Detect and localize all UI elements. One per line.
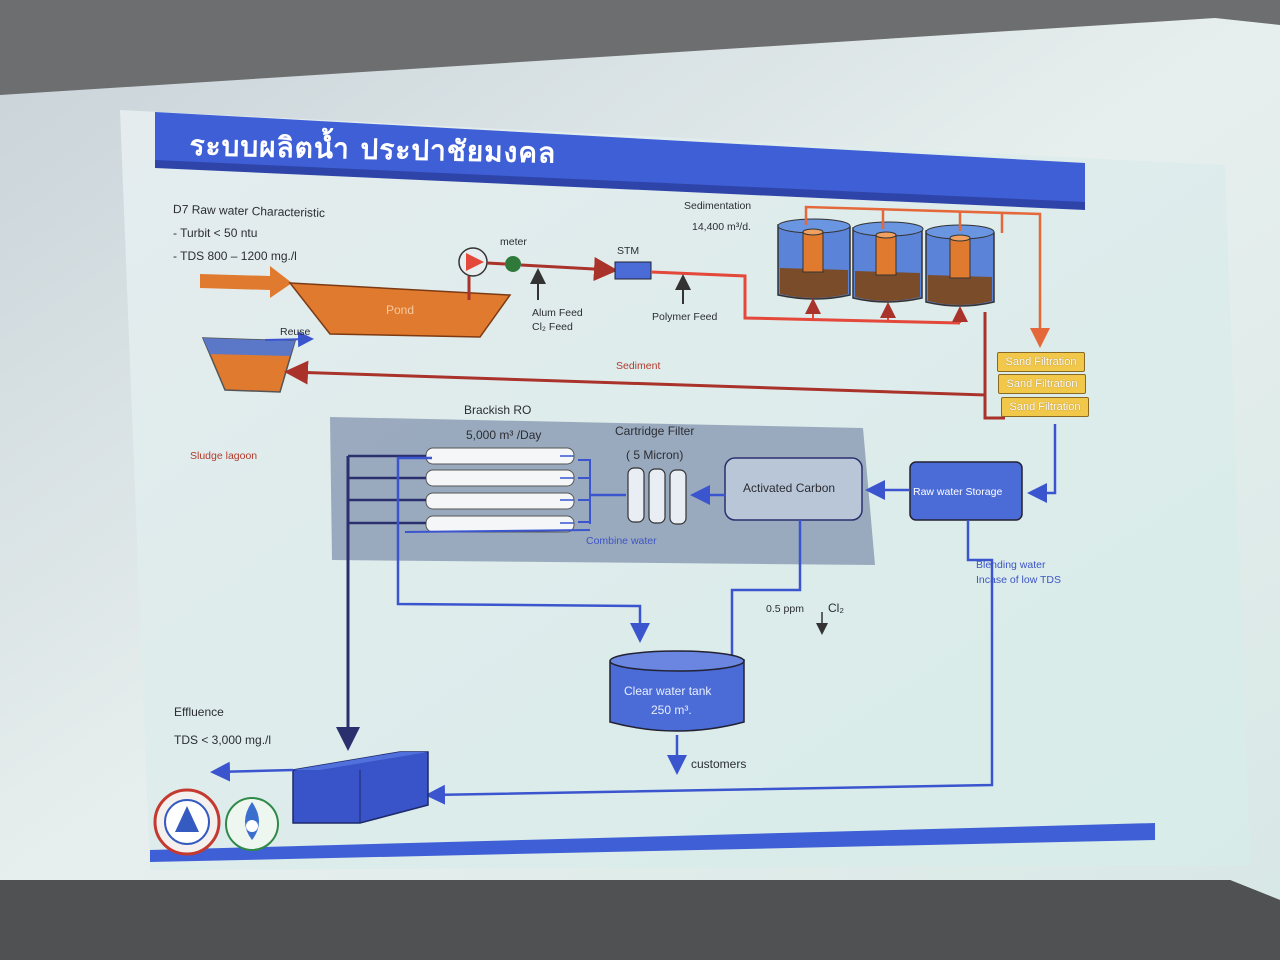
page-title: ระบบผลิตน้ำ ประปาชัยมงคล	[189, 128, 557, 170]
effluence-tds-label: TDS < 3,000 mg./l	[174, 733, 272, 747]
raw-pipe-to-sedimentation	[650, 270, 961, 325]
customers-label: customers	[691, 757, 747, 771]
meter-icon	[505, 256, 521, 272]
clear-water-tank	[609, 650, 745, 732]
effluence-label: Effluence	[174, 705, 224, 719]
sand-filtration-3: Sand Filtration	[1001, 397, 1089, 417]
raw-water-storage-label: Raw water Storage	[913, 486, 1003, 498]
raw-water-turbid: - Turbit < 50 ntu	[173, 226, 258, 240]
chlorine-dose-label: 0.5 ppm	[766, 603, 804, 615]
agency-logo-right	[225, 797, 279, 851]
bottom-bar	[150, 823, 1155, 862]
sand-filtration-2: Sand Filtration	[998, 374, 1086, 394]
sludge-lagoon-label: Sludge lagoon	[190, 450, 258, 462]
sand-filtration-1: Sand Filtration	[997, 352, 1085, 372]
pond-shape	[288, 282, 512, 338]
blending-water-label-1: Blending water	[976, 559, 1046, 571]
alum-feed-label: Alum Feed	[532, 307, 583, 319]
stm-box	[614, 261, 652, 280]
activated-carbon-box	[724, 457, 863, 521]
micron-label: ( 5 Micron)	[626, 448, 684, 462]
polymer-feed-label: Polymer Feed	[652, 311, 718, 323]
cl2-label: Cl₂	[828, 601, 844, 615]
permeate-line	[396, 456, 650, 643]
brackish-ro-label: Brackish RO	[464, 403, 532, 417]
stm-label: STM	[617, 245, 640, 257]
combine-water-label: Combine water	[586, 535, 657, 547]
raw-water-tds: - TDS 800 – 1200 mg./l	[173, 249, 297, 263]
ro-membranes	[425, 447, 575, 533]
pond-label: Pond	[386, 303, 415, 317]
blending-water-label-2: Incase of low TDS	[976, 574, 1062, 586]
effluent-box	[292, 751, 429, 824]
activated-carbon-label: Activated Carbon	[743, 481, 836, 495]
carbon-to-tank-line	[730, 520, 802, 655]
clear-tank-label-2: 250 m³.	[651, 703, 692, 717]
cartridge-filters	[627, 467, 687, 525]
cartridge-filter-label: Cartridge Filter	[615, 424, 695, 438]
title-bar	[155, 112, 1085, 204]
sedimentation-tanks	[777, 218, 995, 307]
meter-label: meter	[500, 236, 527, 248]
ro-capacity-label: 5,000 m³ /Day	[466, 428, 542, 442]
reuse-label: Reuse	[280, 326, 311, 338]
cl2-feed-label: Cl₂ Feed	[532, 321, 573, 333]
blending-water-line	[425, 520, 994, 805]
sedimentation-capacity: 14,400 m³/d.	[692, 221, 751, 233]
agency-logo-left	[153, 788, 221, 856]
sediment-label: Sediment	[616, 360, 661, 372]
clear-tank-label-1: Clear water tank	[624, 684, 712, 698]
raw-water-inflow-arrow	[200, 266, 292, 298]
sedimentation-label: Sedimentation	[684, 200, 752, 212]
raw-water-heading: D7 Raw water Characteristic	[172, 202, 326, 220]
